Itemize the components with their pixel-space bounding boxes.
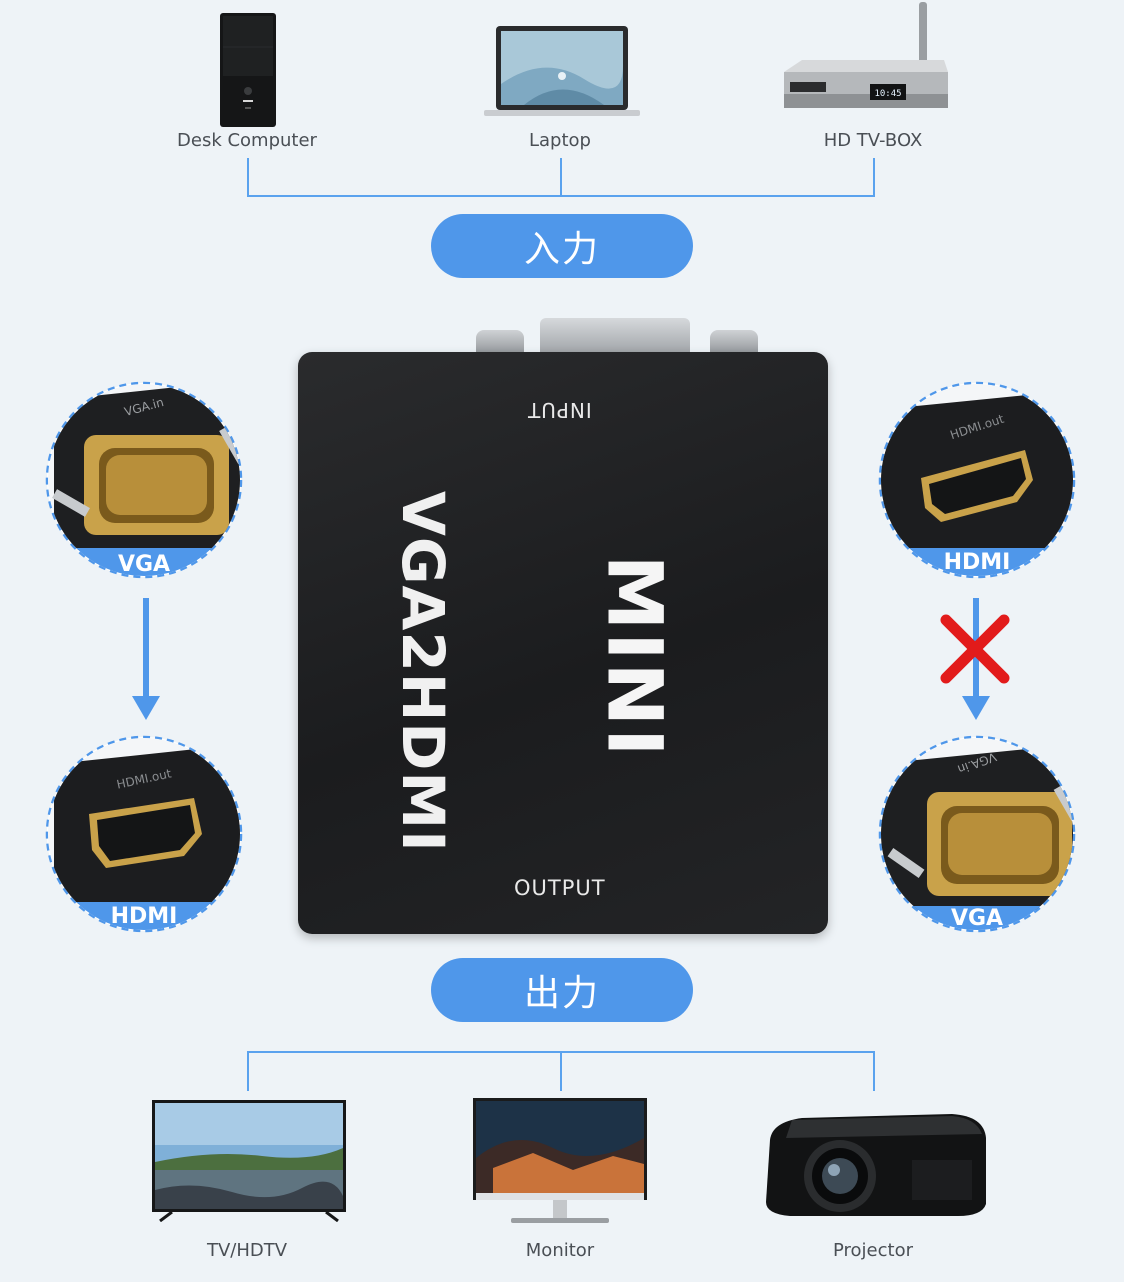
output-bracket-middle <box>560 1051 562 1091</box>
tv-box-display: 10:45 <box>874 89 901 99</box>
input-bracket-right <box>873 158 875 196</box>
desktop-tower-icon <box>219 12 277 128</box>
laptop-icon <box>484 24 640 118</box>
left-screw-post <box>476 330 524 356</box>
right-screw-post <box>710 330 758 356</box>
tv-box-icon: 10:45 <box>780 2 950 114</box>
desk-computer-label: Desk Computer <box>177 130 317 151</box>
input-pill: 入力 <box>431 214 693 278</box>
monitor-label: Monitor <box>525 1240 595 1261</box>
input-bracket-middle <box>560 158 562 196</box>
laptop-label: Laptop <box>529 130 591 151</box>
input-bracket-left <box>247 158 249 196</box>
red-x-icon <box>940 614 1010 684</box>
monitor-icon <box>473 1098 647 1226</box>
output-pill: 出力 <box>431 958 693 1022</box>
left-down-arrow <box>132 598 160 722</box>
projector-label: Projector <box>833 1240 913 1261</box>
right-bottom-badge-text: VGA <box>950 906 1004 931</box>
hd-tv-box-label: HD TV-BOX <box>823 130 923 151</box>
input-bracket-bar <box>247 195 875 197</box>
vga-port-shell <box>540 318 690 356</box>
adapter-body: INPUT VGA2HDMI MINI OUTPUT <box>298 352 828 934</box>
right-hdmi-connector-badge: HDMI HDMI.out <box>877 380 1077 580</box>
output-port-label: OUTPUT <box>514 876 606 900</box>
model-label: VGA2HDMI <box>389 491 457 853</box>
mini-label: MINI <box>590 554 680 759</box>
left-vga-connector-badge: VGA VGA.in <box>44 380 244 580</box>
left-top-badge-text: VGA <box>117 552 171 577</box>
right-top-badge-text: HDMI <box>943 550 1011 575</box>
projector-icon <box>762 1106 988 1220</box>
left-hdmi-connector-badge: HDMI HDMI.out <box>44 734 244 934</box>
tv-icon <box>152 1100 346 1223</box>
output-bracket-left <box>247 1051 249 1091</box>
tv-hdtv-label: TV/HDTV <box>206 1240 288 1261</box>
right-vga-connector-badge: VGA VGA.in <box>877 734 1077 934</box>
input-port-label: INPUT <box>527 398 592 422</box>
output-bracket-right <box>873 1051 875 1091</box>
left-bottom-badge-text: HDMI <box>110 904 178 929</box>
